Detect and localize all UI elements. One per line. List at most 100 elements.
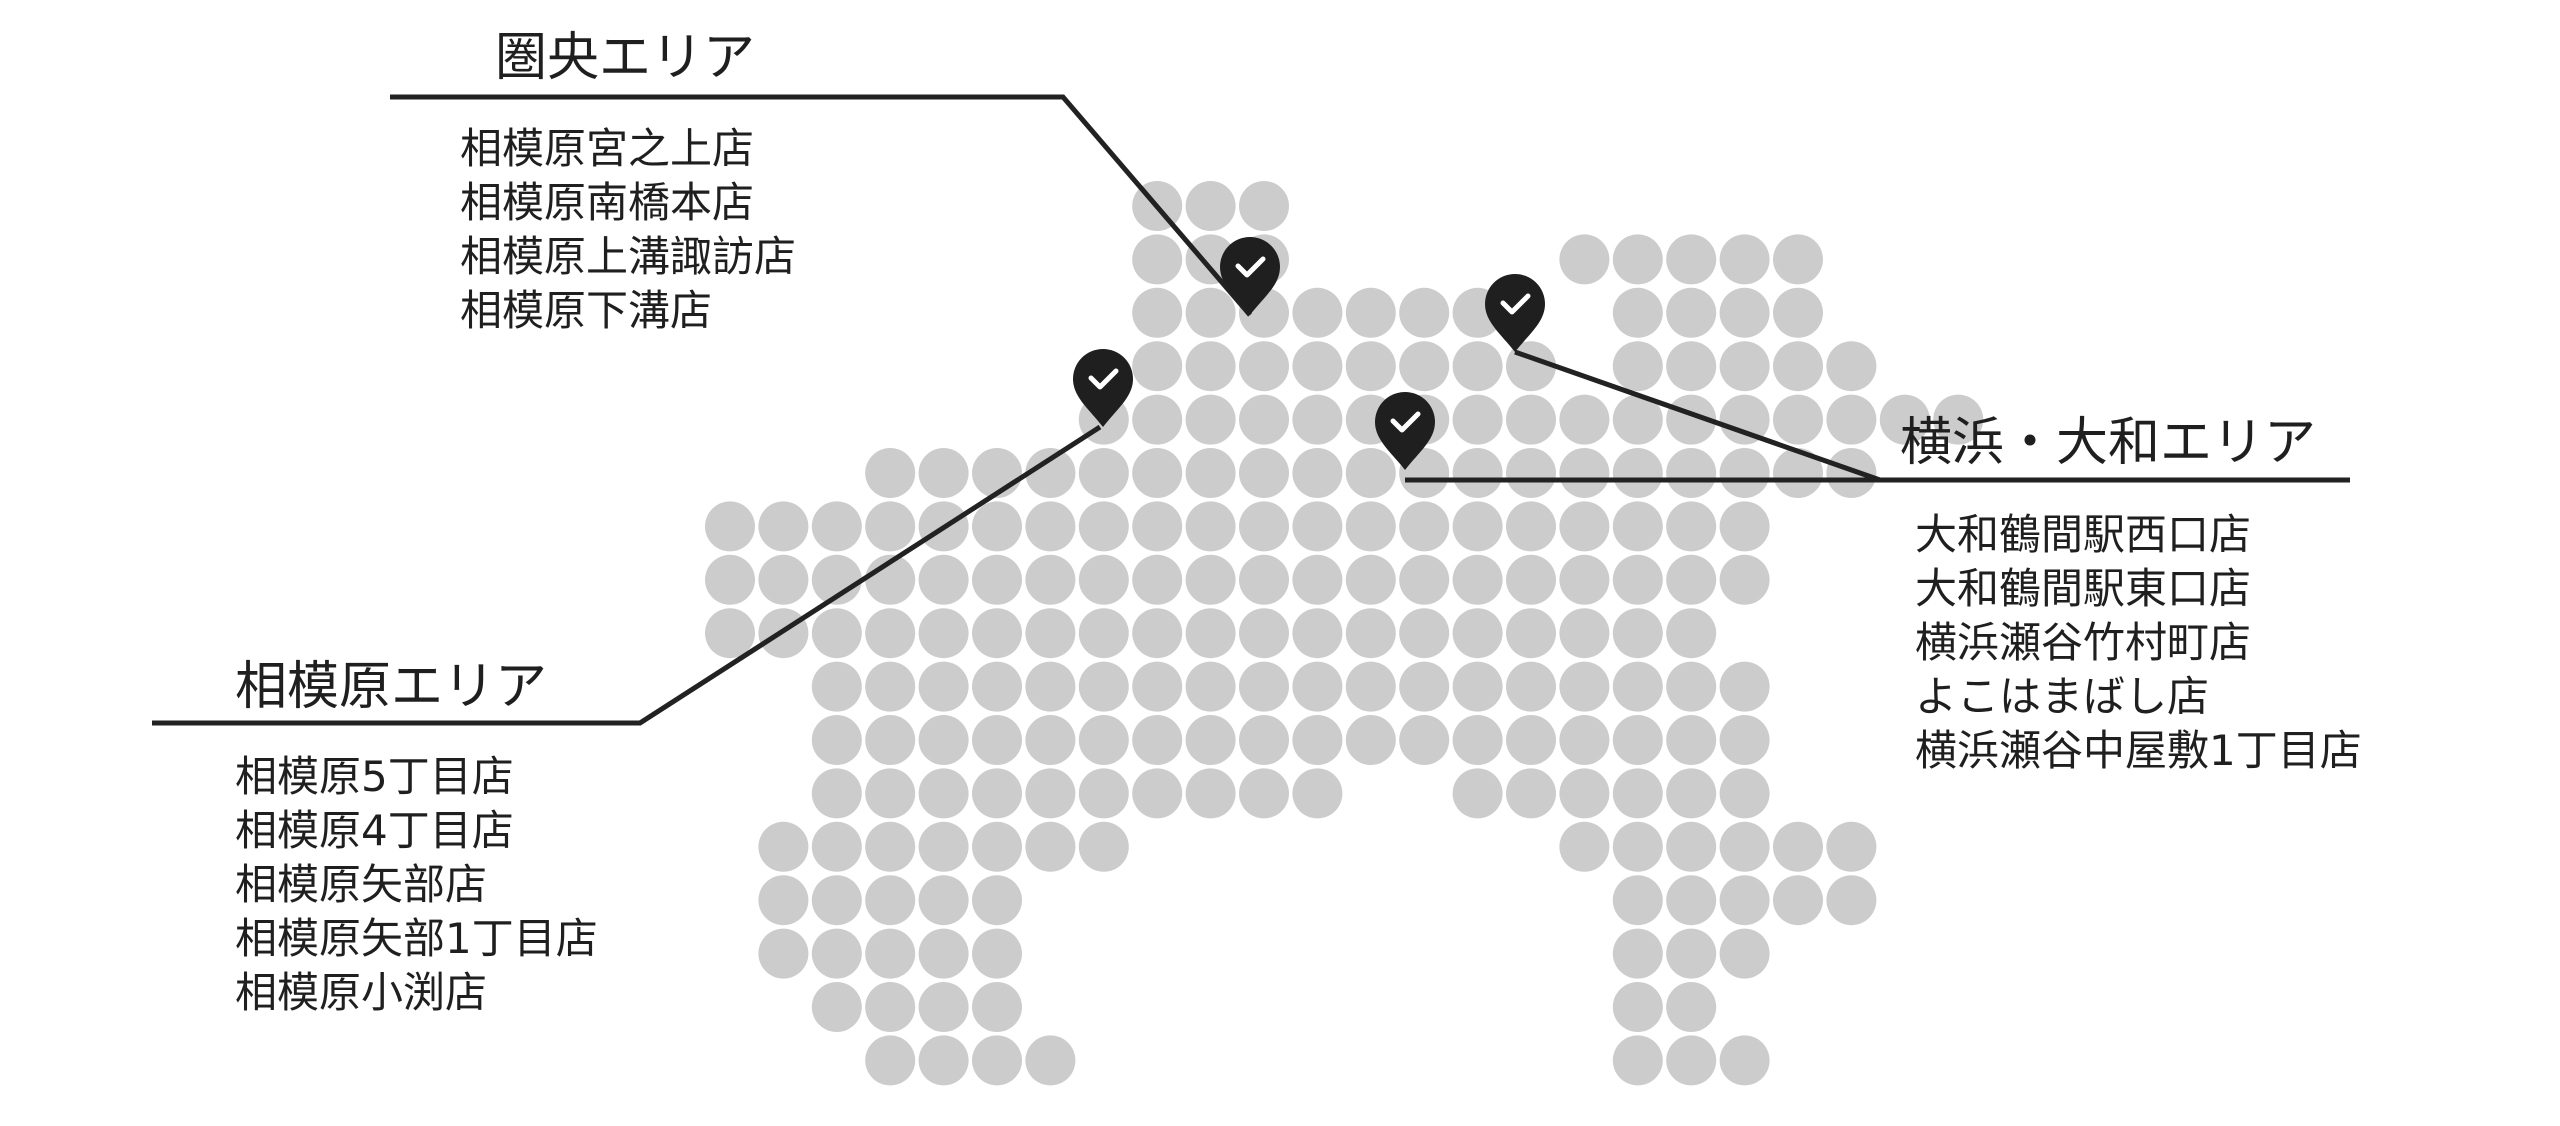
map-dot [1559, 768, 1610, 819]
map-dot [972, 982, 1022, 1032]
map-dot [1666, 554, 1717, 605]
map-dot [1612, 554, 1663, 605]
store-item[interactable]: 相模原矢部店 [235, 860, 488, 909]
map-dot [972, 661, 1022, 712]
store-item[interactable]: 横浜瀬谷中屋敷1丁目店 [1915, 726, 2362, 775]
map-dot [1185, 448, 1236, 498]
map-dot [972, 554, 1022, 605]
map-dot [811, 661, 862, 712]
map-dot [1826, 875, 1877, 926]
map-dot [1185, 768, 1236, 819]
dot-map-region [705, 181, 1984, 1086]
map-pin-check-icon[interactable] [1485, 274, 1545, 352]
map-dot [1078, 821, 1129, 872]
leader-line-yokohama-yamato-1 [1514, 349, 1881, 483]
map-dot [705, 608, 755, 659]
map-dot [1719, 554, 1770, 605]
map-dot [1078, 715, 1129, 765]
map-dot [1399, 287, 1450, 338]
map-dot [1773, 341, 1823, 392]
store-item[interactable]: 相模原小渕店 [235, 968, 488, 1017]
store-item[interactable]: 相模原南橋本店 [460, 178, 755, 227]
map-dot [865, 1035, 916, 1086]
map-dot [1506, 768, 1556, 819]
store-list-yokohama-yamato: 大和鶴間駅西口店 大和鶴間駅東口店 横浜瀬谷竹村町店 よこはまばし店 横浜瀬谷中… [1915, 508, 2362, 778]
map-dot [1612, 341, 1663, 392]
map-dot [1666, 715, 1717, 765]
map-dot [1078, 768, 1129, 819]
map-dot [1452, 341, 1503, 392]
map-dot [1773, 875, 1823, 926]
map-dot [1132, 394, 1183, 445]
map-dot [1292, 661, 1343, 712]
map-pin-check-icon[interactable] [1073, 349, 1133, 427]
store-item[interactable]: 相模原5丁目店 [235, 752, 514, 801]
map-dot [1025, 1035, 1076, 1086]
store-item[interactable]: よこはまばし店 [1915, 672, 2210, 721]
map-dot [1185, 394, 1236, 445]
map-dot [1506, 608, 1556, 659]
map-dot [1719, 234, 1770, 285]
map-dot [1719, 501, 1770, 552]
map-dot [918, 875, 969, 926]
map-dot [1773, 394, 1823, 445]
map-dot [865, 768, 916, 819]
map-dot [1132, 554, 1183, 605]
map-dot [972, 501, 1022, 552]
map-dot [1506, 661, 1556, 712]
store-item[interactable]: 相模原4丁目店 [235, 806, 514, 855]
map-dot [1239, 554, 1289, 605]
leader-line-kenou [390, 94, 1252, 317]
map-dot [1345, 554, 1396, 605]
map-dot [1666, 661, 1717, 712]
map-dot [1719, 448, 1770, 498]
store-item[interactable]: 相模原宮之上店 [460, 124, 755, 173]
map-pin-check-icon[interactable] [1375, 392, 1435, 470]
map-dot [1666, 875, 1717, 926]
map-dot [1078, 501, 1129, 552]
map-dot [1826, 821, 1877, 872]
map-dot [1612, 821, 1663, 872]
map-pin-check-icon[interactable] [1220, 237, 1280, 315]
map-dot [1559, 554, 1610, 605]
map-dot [1399, 661, 1450, 712]
map-dot [865, 982, 916, 1032]
map-dot [918, 661, 969, 712]
map-dot [1719, 394, 1770, 445]
map-dot [1666, 821, 1717, 872]
map-dot [918, 982, 969, 1032]
map-dot [918, 608, 969, 659]
map-dot [865, 928, 916, 979]
store-item[interactable]: 相模原下溝店 [460, 286, 713, 335]
map-dot [1612, 394, 1663, 445]
store-item[interactable]: 横浜瀬谷竹村町店 [1915, 618, 2252, 667]
map-dot [865, 715, 916, 765]
store-item[interactable]: 大和鶴間駅東口店 [1915, 564, 2252, 613]
map-dot [1773, 234, 1823, 285]
map-dot [1025, 448, 1076, 498]
map-dot [1666, 341, 1717, 392]
map-dot [1559, 661, 1610, 712]
store-item[interactable]: 相模原上溝諏訪店 [460, 232, 797, 281]
map-dot [1666, 1035, 1717, 1086]
map-dot [1345, 341, 1396, 392]
map-dot [1292, 394, 1343, 445]
map-dot [1132, 287, 1183, 338]
map-dot [1612, 661, 1663, 712]
map-dot [1239, 661, 1289, 712]
map-dot [1612, 448, 1663, 498]
map-dot [1612, 715, 1663, 765]
store-item[interactable]: 大和鶴間駅西口店 [1915, 510, 2252, 559]
map-dot [1612, 982, 1663, 1032]
map-dot [1719, 875, 1770, 926]
map-dot [1185, 341, 1236, 392]
map-dot [1239, 448, 1289, 498]
map-dot [1879, 394, 1930, 445]
map-dot [918, 554, 969, 605]
map-dot [1132, 715, 1183, 765]
map-dot [865, 608, 916, 659]
map-dot [1239, 181, 1289, 231]
store-item[interactable]: 相模原矢部1丁目店 [235, 914, 598, 963]
map-dot [1826, 394, 1877, 445]
map-dot [1452, 768, 1503, 819]
